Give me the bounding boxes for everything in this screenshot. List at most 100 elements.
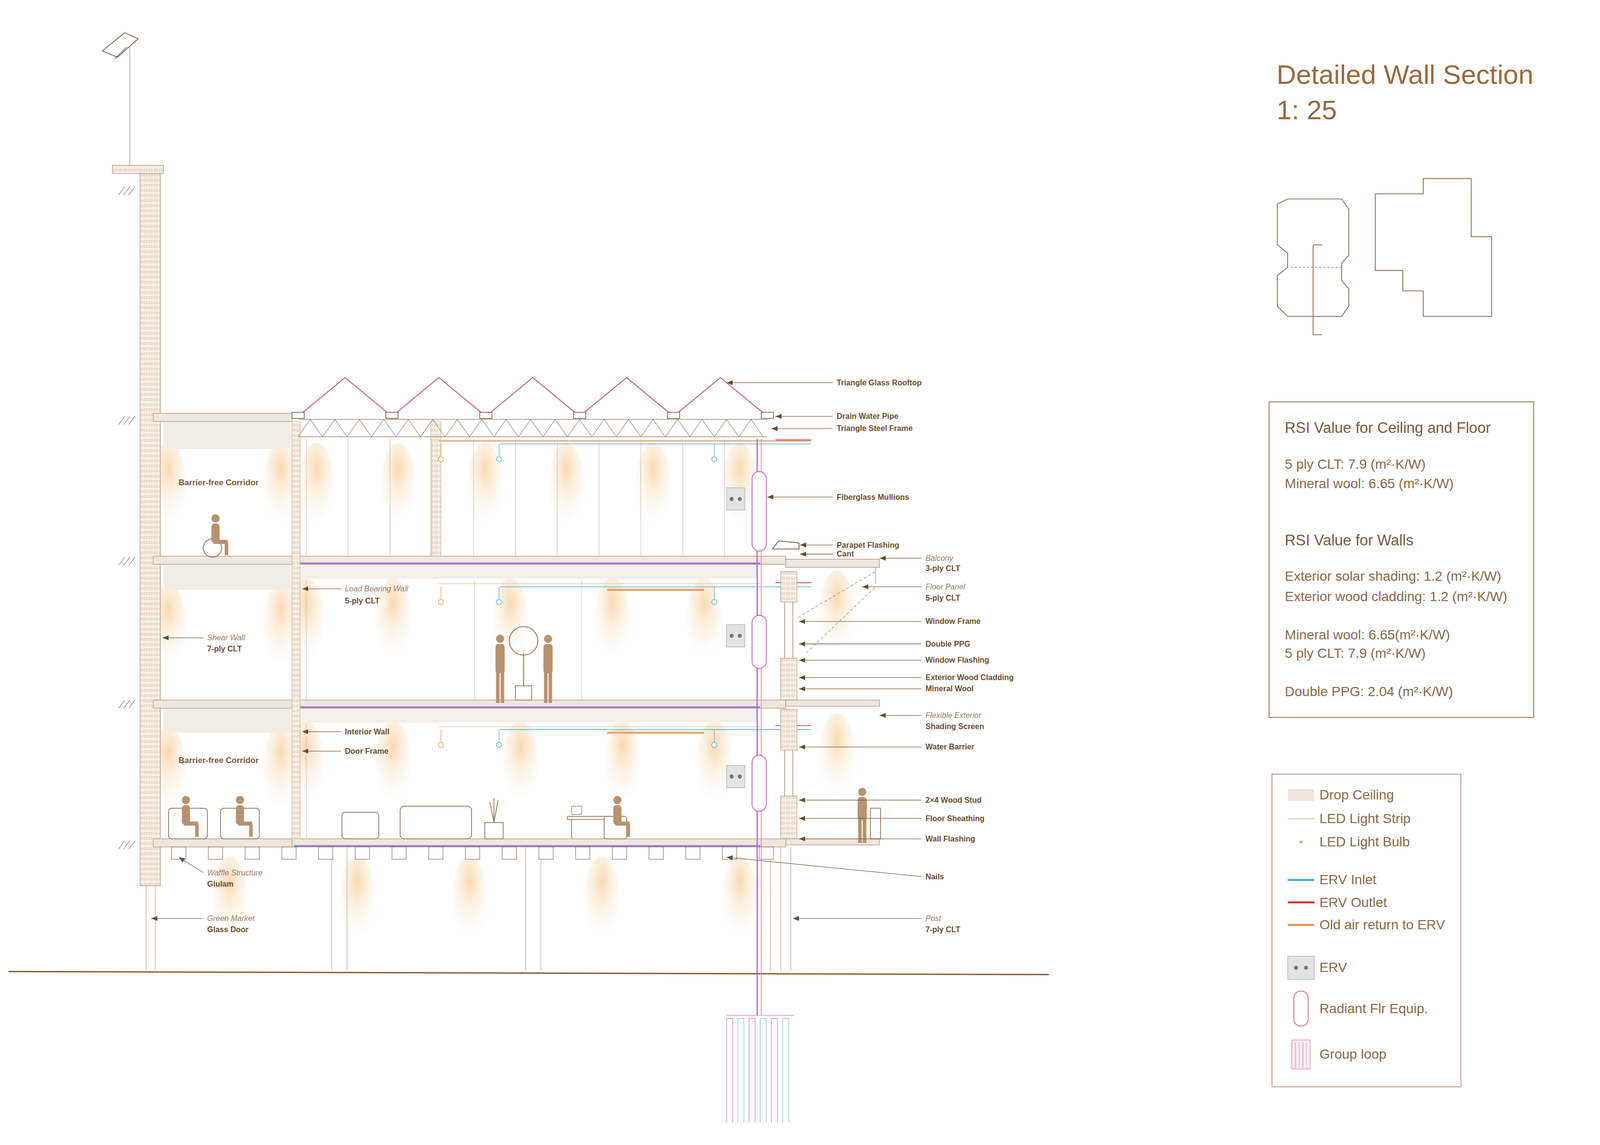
person-body <box>543 643 553 674</box>
leader-line <box>162 637 204 638</box>
drop-ceiling <box>163 564 291 590</box>
exterior-wall <box>780 795 798 839</box>
scale-label: 1: 25 <box>1276 94 1337 126</box>
gutter <box>761 411 774 419</box>
cut-hatch <box>118 186 126 195</box>
desk-leg <box>571 818 573 839</box>
section-cut-tick <box>1313 334 1323 336</box>
callout-subtitle: Post <box>925 913 942 923</box>
mullion <box>305 438 307 556</box>
floor-slab <box>292 838 786 847</box>
glulam-waffle <box>392 846 407 859</box>
leader-line <box>799 746 922 747</box>
diffuser-drop <box>714 729 715 742</box>
legend-loop-line <box>1295 1041 1297 1069</box>
key-plan-outline <box>1375 178 1492 316</box>
wall-cap <box>112 165 164 174</box>
callout-label: Drain Water Pipe <box>836 411 899 421</box>
glass-roof-triangle <box>579 377 674 417</box>
person-shin <box>626 824 630 837</box>
ground-loop <box>749 1018 756 1123</box>
leader-line <box>799 621 922 622</box>
side-table <box>485 822 504 839</box>
diffuser <box>496 599 502 605</box>
pile-line <box>780 846 782 971</box>
light-glow <box>452 855 487 942</box>
person-head <box>211 514 220 523</box>
floor-slab <box>153 413 292 422</box>
diffuser-drop <box>714 443 715 456</box>
diffuser-drop <box>498 586 500 599</box>
cut-hatch <box>123 416 130 425</box>
table-heading: RSI Value for Walls <box>1285 530 1518 550</box>
person-leg <box>548 670 552 703</box>
ground-loop <box>726 1018 733 1123</box>
callout-label: 5-ply CLT <box>345 596 380 606</box>
glulam-waffle <box>282 846 297 859</box>
person-figure <box>495 634 505 703</box>
parapet-flashing <box>772 540 800 550</box>
return-duct <box>439 583 761 584</box>
diffuser-drop <box>440 729 441 742</box>
radiant-floor-equipment <box>752 754 767 812</box>
return-duct <box>439 439 812 442</box>
legend-loop-line <box>1306 1041 1308 1069</box>
pile-line <box>346 846 348 971</box>
legend-line-sample <box>1287 923 1315 926</box>
person-figure <box>543 634 553 703</box>
leader-line <box>792 917 922 919</box>
table-row: Double PPG: 2.04 (m²·K/W) <box>1285 682 1518 701</box>
person-body <box>857 796 867 820</box>
legend-erv-dot <box>1303 965 1308 970</box>
callout-subtitle: Balcony <box>925 553 954 563</box>
mullion <box>389 438 391 556</box>
callout-label: Mineral Wool <box>925 684 974 693</box>
leader-line <box>799 659 922 661</box>
leader-line <box>726 856 922 877</box>
section-cut-tick <box>1313 244 1323 246</box>
seated-person <box>613 795 631 837</box>
legend-erv-sample <box>1287 955 1315 979</box>
return-duct <box>439 725 761 727</box>
legend-text: LED Light Strip <box>1319 810 1411 827</box>
legend-capsule-sample <box>1293 990 1308 1026</box>
sofa <box>400 805 472 839</box>
callout-label: 2×4 Wood Stud <box>925 795 982 805</box>
drop-ceiling <box>163 421 291 449</box>
cut-hatch <box>123 699 130 708</box>
leader-line <box>726 382 833 383</box>
erv-dot <box>737 496 742 501</box>
shading-screen <box>798 571 876 618</box>
inlet-duct <box>500 586 812 588</box>
ground-loop <box>771 1018 778 1123</box>
light-glow <box>819 570 855 657</box>
callout-label: 7-ply CLT <box>206 644 242 654</box>
cut-hatch <box>128 840 136 849</box>
floor-slab <box>153 555 292 565</box>
ground-line <box>8 971 1049 974</box>
interior-wall <box>305 579 307 700</box>
light-glow <box>819 713 855 800</box>
mullion <box>431 438 432 556</box>
glulam-waffle <box>612 846 627 859</box>
radiant-floor-line <box>294 845 761 847</box>
mullion <box>473 438 474 556</box>
leader-line <box>800 544 833 546</box>
callout-label: Water Barrier <box>925 742 975 752</box>
leader-line <box>302 731 342 732</box>
diffuser <box>438 599 444 605</box>
laptop <box>571 805 582 815</box>
drawing-title: Detailed Wall Section <box>1276 59 1534 91</box>
ground-loop <box>760 1018 767 1123</box>
light-glow <box>502 720 538 806</box>
diffuser <box>711 742 718 748</box>
light-glow <box>340 855 376 942</box>
legend-text: ERV Outlet <box>1319 894 1388 910</box>
gutter <box>479 411 492 419</box>
diffuser-drop <box>714 586 715 599</box>
shear-wall <box>140 171 161 886</box>
leader-line <box>800 553 833 555</box>
cut-hatch <box>123 840 130 849</box>
leader-line <box>862 586 922 587</box>
